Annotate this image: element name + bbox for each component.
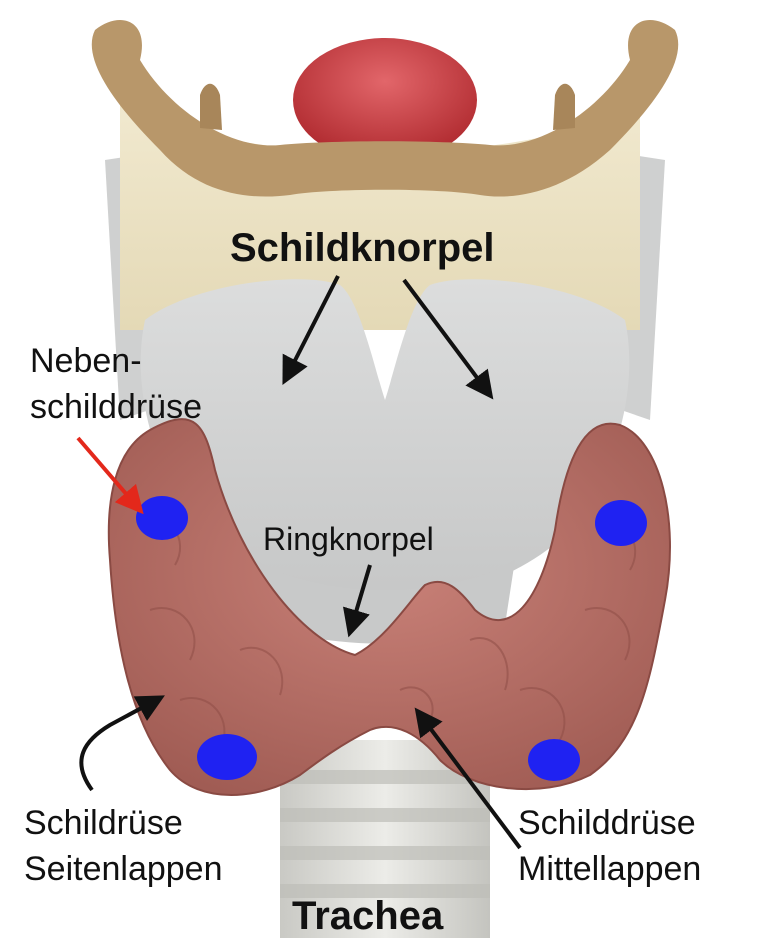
hyoid-left-tubercle	[200, 84, 222, 130]
label-seitenlappen-line2: Seitenlappen	[24, 852, 223, 886]
parathyroid-lower-right	[528, 739, 580, 781]
label-nebenschilddruese-line2: schilddrüse	[30, 390, 202, 424]
label-ringknorpel: Ringknorpel	[263, 523, 434, 555]
label-mittellappen-line2: Mittellappen	[518, 852, 701, 886]
parathyroid-lower-left	[197, 734, 257, 780]
label-schildknorpel: Schildknorpel	[230, 228, 495, 268]
label-nebenschilddruese-line1: Neben-	[30, 344, 142, 378]
label-mittellappen-line1: Schilddrüse	[518, 806, 696, 840]
label-seitenlappen-line1: Schildrüse	[24, 806, 183, 840]
hyoid-right-tubercle	[553, 84, 575, 130]
label-trachea: Trachea	[292, 896, 443, 936]
parathyroid-upper-left	[136, 496, 188, 540]
parathyroid-upper-right	[595, 500, 647, 546]
